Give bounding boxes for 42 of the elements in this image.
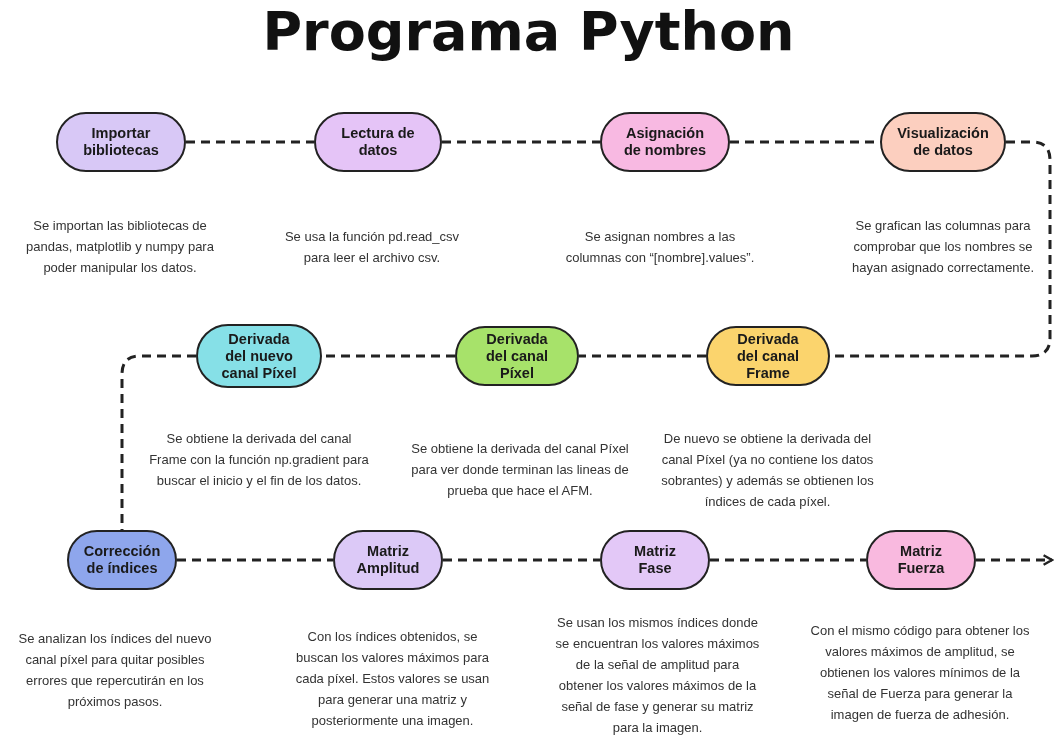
step-title: Matriz Fuerza bbox=[896, 543, 946, 577]
step-description: Se importan las bibliotecas de pandas, matplotlib y numpy para poder manipular los datos. bbox=[25, 217, 215, 277]
step-description: Con los índices obtenidos, se buscan los valores máximos para cada píxel. Estos valores se usan para generar una matriz y posteriormente una imagen. bbox=[295, 628, 490, 730]
step-title: Derivada del canal Píxel bbox=[484, 330, 550, 382]
title: Programa Python bbox=[261, 0, 796, 64]
step-title: Visualización de datos bbox=[897, 125, 989, 159]
dashed-connector bbox=[120, 354, 196, 530]
step-pill bbox=[67, 530, 177, 590]
step-description: Con el mismo código para obtener los valores máximos de amplitud, se obtienen los valores mínimos de la señal de Fuerza para generar la imagen de fuerza de adhesión. bbox=[809, 622, 1031, 724]
step-title: Matriz Fase bbox=[633, 543, 677, 577]
step-description: De nuevo se obtiene la derivada del canal Píxel (ya no contiene los datos sobrantes) y además se obtienen los índices de cada píxel. bbox=[660, 430, 875, 511]
dashed-connector bbox=[579, 354, 706, 358]
dashed-connector bbox=[443, 558, 600, 562]
step-title: Asignación de nombres bbox=[622, 125, 708, 159]
dashed-connector bbox=[177, 558, 333, 562]
step-description: Se analizan los índices del nuevo canal píxel para quitar posibles errores que repercutirán en los próximos pasos. bbox=[17, 630, 213, 711]
step-description: Se usa la función pd.read_csv para leer el archivo csv. bbox=[283, 228, 461, 267]
step-title: Lectura de datos bbox=[340, 125, 416, 159]
step-description: Se asignan nombres a las columnas con “[nombre].values”. bbox=[564, 228, 756, 267]
step-pill bbox=[314, 112, 442, 172]
step-description: Se obtiene la derivada del canal Frame con la función np.gradient para buscar el inicio y el fin de los datos. bbox=[148, 430, 370, 490]
step-pill bbox=[600, 530, 710, 590]
dashed-connector bbox=[186, 140, 314, 144]
step-pill bbox=[56, 112, 186, 172]
step-pill bbox=[333, 530, 443, 590]
dashed-connector bbox=[442, 140, 600, 144]
step-pill bbox=[600, 112, 730, 172]
dashed-connector bbox=[710, 558, 866, 562]
step-pill bbox=[706, 326, 830, 386]
dashed-connector bbox=[976, 554, 1054, 566]
step-title: Derivada del nuevo canal Píxel bbox=[220, 330, 298, 382]
step-title: Corrección de índices bbox=[83, 543, 161, 577]
step-title: Matriz Amplitud bbox=[355, 543, 421, 577]
step-pill bbox=[866, 530, 976, 590]
step-title: Importar bibliotecas bbox=[82, 125, 160, 159]
step-description: Se usan los mismos índices donde se encuentran los valores máximos de la señal de amplitud para obtener los valores máximos de la señal de fase y generar su matriz para la imagen. bbox=[555, 614, 760, 737]
step-pill bbox=[880, 112, 1006, 172]
step-pill bbox=[196, 324, 322, 388]
step-title: Derivada del canal Frame bbox=[735, 330, 801, 382]
step-description: Se obtiene la derivada del canal Píxel para ver donde terminan las lineas de prueba que hace el AFM. bbox=[410, 440, 630, 500]
step-pill bbox=[455, 326, 579, 386]
step-description: Se grafican las columnas para comprobar que los nombres se hayan asignado correctamente. bbox=[850, 217, 1036, 277]
